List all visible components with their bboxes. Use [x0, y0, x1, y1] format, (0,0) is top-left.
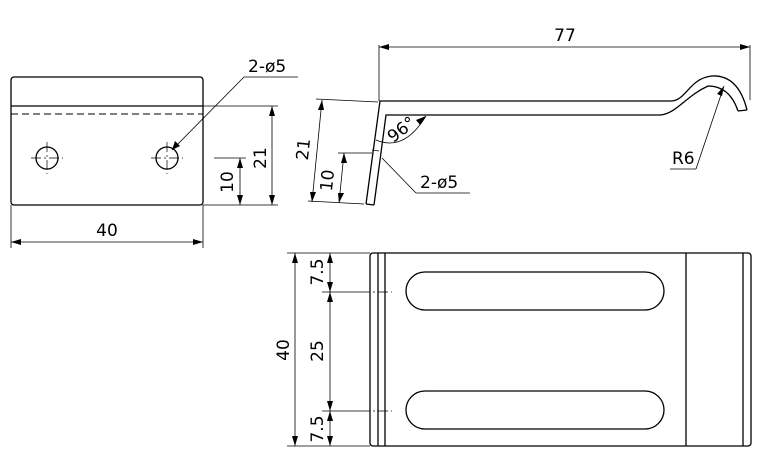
front-offset-label: 10: [218, 171, 238, 193]
side-profile-end: [365, 203, 375, 206]
side-radius-leader: [670, 85, 725, 170]
side-hole-leader: [381, 157, 470, 194]
side-view: 77 21 10 96° 2-ø5: [293, 26, 751, 206]
top-slot-upper: [405, 271, 665, 311]
front-plate-outline: [10, 76, 204, 206]
top-height-label: 40: [274, 339, 294, 361]
front-offset-dimension: [214, 157, 246, 205]
top-slot-lower: [405, 390, 665, 430]
top-edge-bottom-label: 7.5: [308, 415, 328, 442]
side-offset-dimension: [338, 152, 372, 204]
side-height-label: 21: [293, 138, 315, 162]
side-hole-callout: 2-ø5: [420, 173, 458, 193]
side-profile-outer: [365, 75, 748, 205]
side-profile-inner: [373, 85, 739, 206]
side-angle-label: 96°: [384, 113, 420, 147]
front-view: 2-ø5 40 21 10: [10, 57, 298, 248]
top-chain-dimension: [322, 253, 360, 446]
front-height-dimension: [203, 105, 278, 206]
front-hole-left: [31, 142, 63, 174]
side-offset-label: 10: [317, 169, 339, 193]
top-view: 40 7.5 25 7.5: [274, 252, 752, 447]
front-hole-leader: [171, 76, 298, 151]
top-spacing-label: 25: [308, 340, 328, 362]
front-height-label: 21: [251, 147, 271, 169]
side-length-dimension: [378, 44, 751, 101]
side-radius-label: R6: [672, 149, 695, 169]
side-hole-mark: [371, 149, 380, 152]
front-width-dimension: [10, 205, 204, 248]
top-plate-outline: [369, 252, 752, 447]
side-height-dimension: [307, 98, 379, 205]
side-length-label: 77: [554, 26, 576, 46]
top-edge-top-label: 7.5: [308, 258, 328, 285]
front-hole-right: [151, 142, 183, 174]
top-height-dimension: [287, 252, 370, 447]
side-profile-tip: [737, 109, 748, 112]
front-hole-callout: 2-ø5: [248, 57, 286, 77]
front-width-label: 40: [96, 221, 118, 241]
side-angle-arrow: [416, 116, 426, 125]
